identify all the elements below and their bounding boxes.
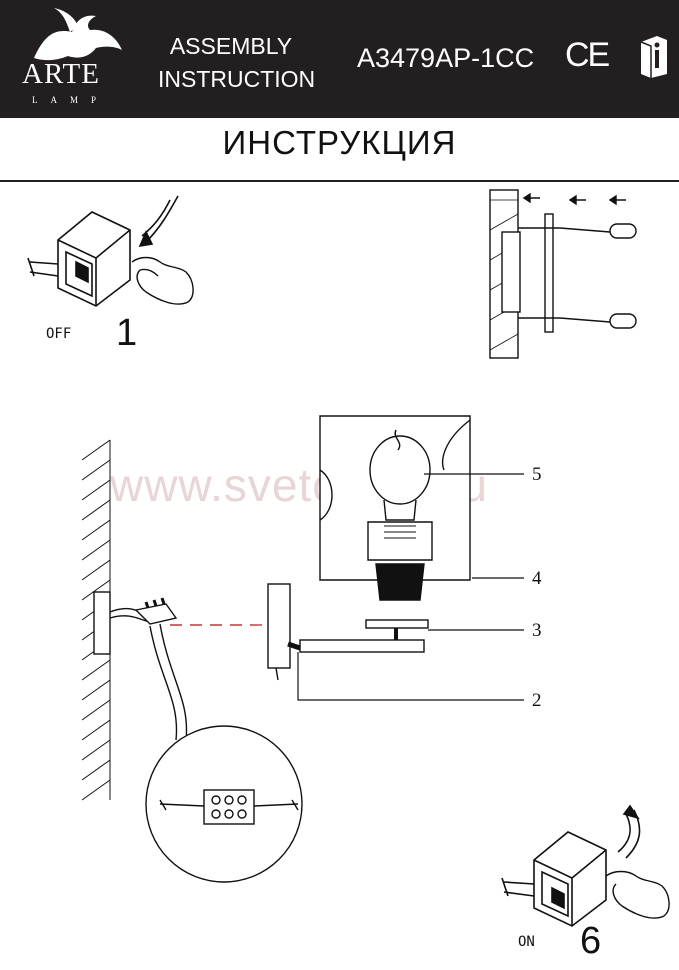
callout-3: 3 bbox=[532, 620, 542, 641]
assembly-title: ASSEMBLY INSTRUCTION bbox=[158, 30, 316, 96]
curved-arrow-icon-top bbox=[138, 195, 179, 248]
model-number: A3479AP-1CC bbox=[357, 43, 535, 73]
info-book-icon bbox=[640, 36, 667, 78]
page-title-ru: ИНСТРУКЦИЯ bbox=[222, 124, 457, 161]
callout-5: 5 bbox=[532, 464, 542, 485]
assembly-title-line1: ASSEMBLY bbox=[169, 33, 293, 59]
callout-2: 2 bbox=[532, 690, 542, 711]
header-bar: ARTE LAMP ASSEMBLY INSTRUCTION A3479AP-1… bbox=[0, 0, 679, 118]
step-number-first: 1 bbox=[116, 312, 138, 354]
lamp-assembly bbox=[267, 415, 471, 681]
assembly-title-line2: INSTRUCTION bbox=[158, 66, 316, 92]
callout-leaders bbox=[297, 473, 524, 701]
connector-detail-circle bbox=[145, 725, 303, 883]
step-number-last: 6 bbox=[580, 920, 602, 962]
hand-icon-bottom bbox=[605, 870, 670, 919]
griffin-logo-icon bbox=[34, 8, 122, 61]
switch-on-illustration bbox=[501, 831, 607, 927]
step-on-label: ON bbox=[518, 934, 535, 950]
mounting-plate bbox=[93, 591, 188, 741]
step-off-label: OFF bbox=[46, 326, 72, 342]
wall-bracket-illustration bbox=[489, 189, 637, 359]
switch-off-illustration bbox=[27, 211, 131, 307]
callout-4: 4 bbox=[532, 568, 542, 589]
brand-name: ARTE bbox=[22, 58, 100, 90]
hand-icon-top bbox=[131, 256, 194, 305]
header-divider bbox=[0, 180, 679, 182]
ce-mark: CE bbox=[565, 36, 610, 74]
brand-subtitle: LAMP bbox=[32, 95, 110, 105]
curved-arrow-icon-bottom bbox=[617, 804, 641, 859]
